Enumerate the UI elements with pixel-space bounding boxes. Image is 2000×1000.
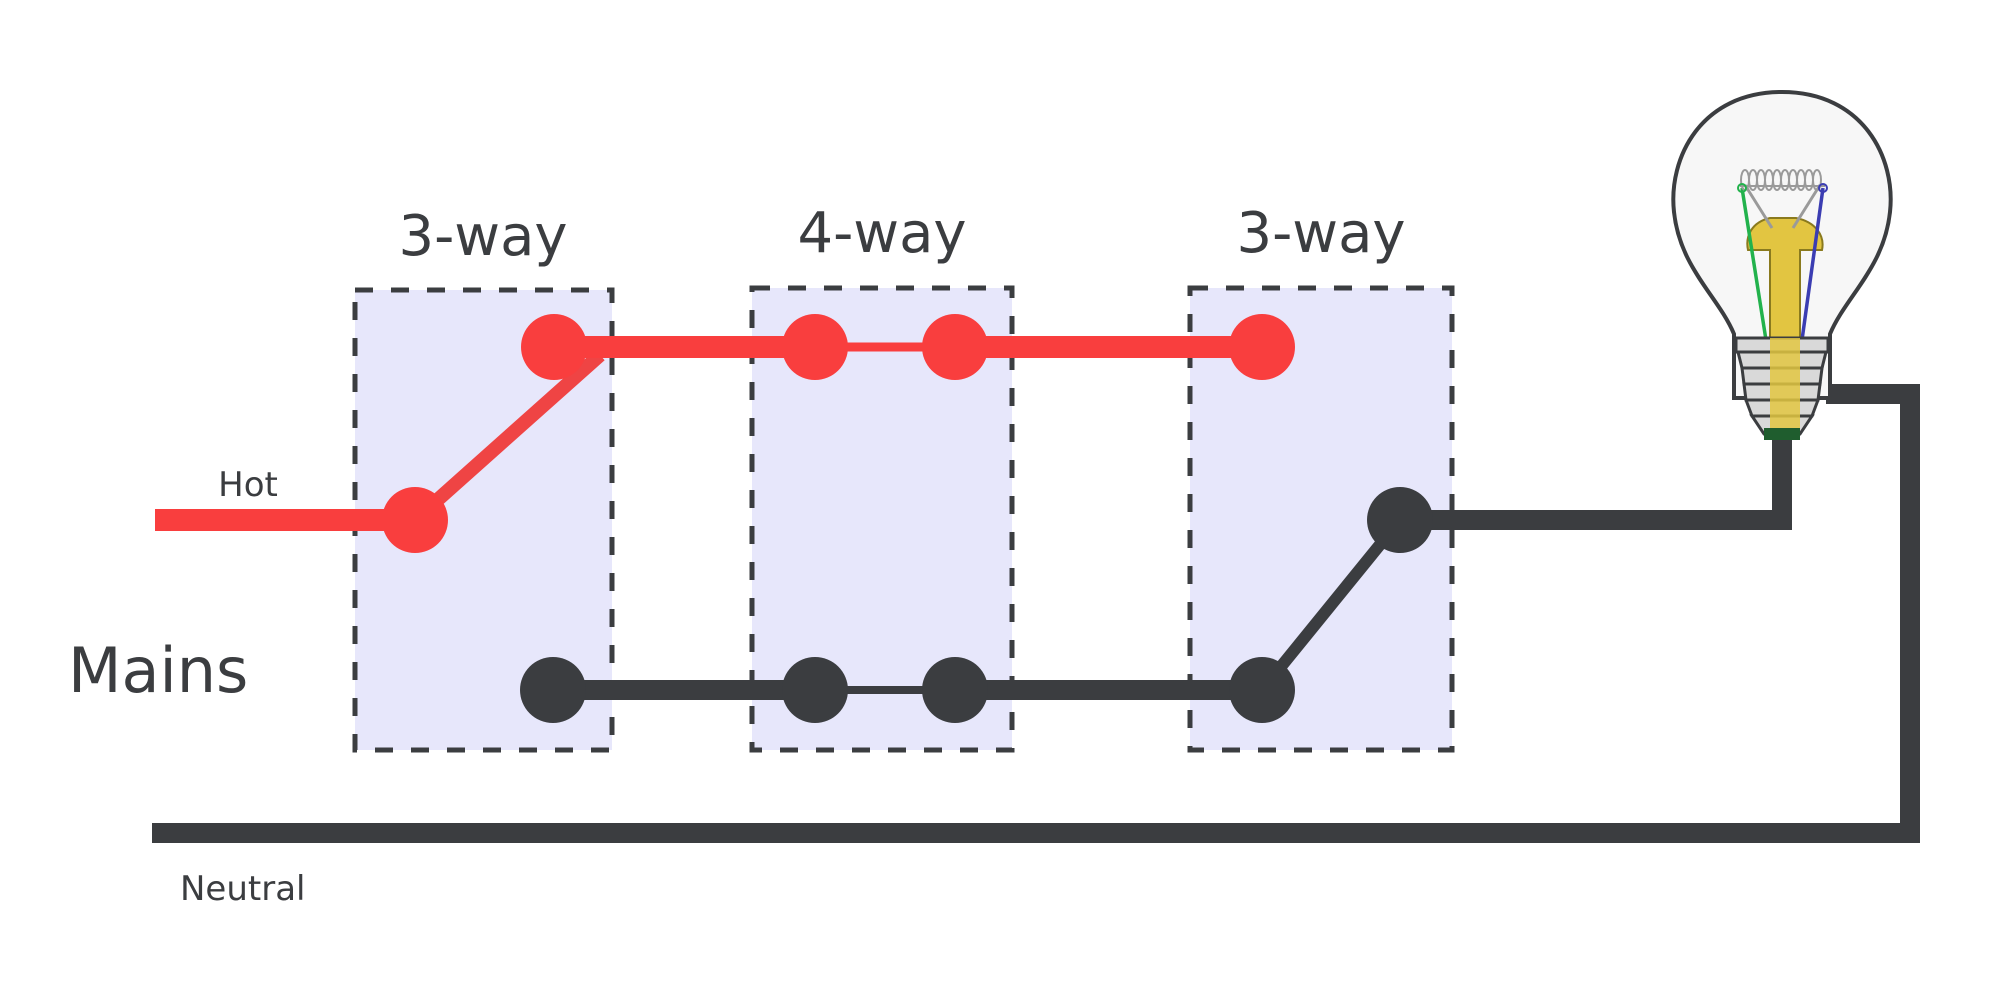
- wire-lamp-return: [152, 384, 1920, 843]
- terminal-s3-traveler[interactable]: [1229, 314, 1295, 380]
- light-bulb[interactable]: [1671, 89, 1893, 440]
- wire-to-lamp: [1400, 430, 1792, 530]
- neutral-label: Neutral: [180, 869, 306, 909]
- wire-s1-lever[interactable]: [410, 349, 605, 526]
- terminal-s2-right-bot[interactable]: [922, 657, 988, 723]
- bulb-support-wire-right: [1791, 184, 1822, 229]
- switch-box-2-label: 4-way: [797, 201, 966, 266]
- bulb-filament-coil: [1737, 169, 1828, 193]
- bulb-support-wire-left: [1743, 184, 1774, 229]
- terminal-hot-in[interactable]: [382, 487, 448, 553]
- terminal-s1-bottom[interactable]: [520, 657, 586, 723]
- terminal-s2-right-top[interactable]: [922, 314, 988, 380]
- switch-box-3[interactable]: 3-way: [1187, 201, 1455, 753]
- hot-wiring: [155, 336, 1262, 531]
- diagram-labels: Mains Hot Neutral: [68, 465, 306, 909]
- bulb-stem: [1746, 217, 1824, 398]
- terminal-s2-left-bot[interactable]: [782, 657, 848, 723]
- bulb-screw-base: [1734, 336, 1830, 440]
- switch-box-3-label: 3-way: [1236, 201, 1405, 266]
- terminal-s3-bottom[interactable]: [1229, 657, 1295, 723]
- switch-box-1-label: 3-way: [398, 204, 567, 269]
- terminal-s1-traveler[interactable]: [521, 314, 587, 380]
- hot-label: Hot: [218, 465, 278, 505]
- terminal-s3-common[interactable]: [1367, 487, 1433, 553]
- wire-s3-lever[interactable]: [1257, 516, 1405, 694]
- terminal-s2-left-top[interactable]: [782, 314, 848, 380]
- mains-label: Mains: [68, 634, 248, 707]
- terminals: [382, 314, 1433, 723]
- bulb-tip-contact: [1764, 428, 1800, 440]
